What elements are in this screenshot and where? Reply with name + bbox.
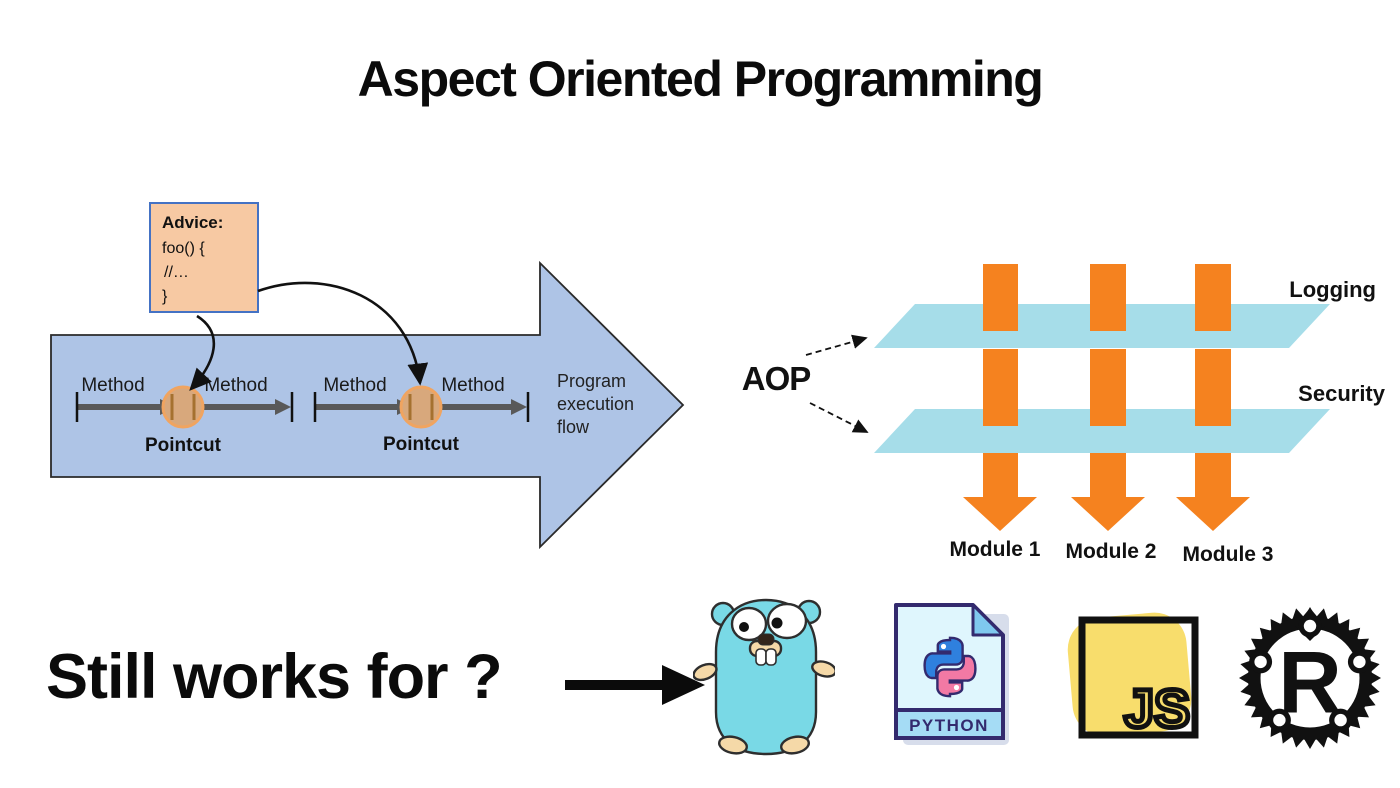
gopher-left-eye	[730, 606, 768, 642]
module-3-label: Module 3	[1182, 543, 1273, 566]
js-square-frame	[1078, 616, 1199, 739]
advice-code-1: foo() {	[162, 240, 205, 257]
python-file-band	[894, 708, 1005, 740]
aop-pointer-logging	[805, 334, 868, 356]
gopher-tooth	[765, 648, 777, 666]
pointcut-label-1: Pointcut	[145, 435, 222, 456]
svg-text:flow: flow	[557, 417, 590, 437]
module-1-label: Module 1	[949, 538, 1040, 561]
advice-heading: Advice:	[162, 213, 223, 232]
method-timeline-1	[75, 385, 294, 429]
python-file-icon: PYTHON	[894, 603, 1009, 745]
pointcut-label-2: Pointcut	[383, 434, 460, 455]
svg-text:execution: execution	[557, 394, 634, 414]
aop-label: AOP	[742, 360, 811, 397]
method-label-2: Method	[204, 375, 267, 396]
python-logo	[923, 636, 977, 698]
flow-label: Program execution flow	[557, 371, 634, 437]
js-logo-text: JS	[1124, 679, 1190, 739]
python-file-fold	[971, 603, 1005, 637]
method-label-4: Method	[441, 375, 504, 396]
question-text: Still works for ?	[46, 642, 503, 712]
advice-code-2: //…	[164, 264, 189, 281]
gopher-right-eye	[766, 602, 808, 640]
javascript-logo-icon: JS	[1067, 612, 1199, 742]
aop-pointer-security	[809, 402, 869, 433]
module-bars	[963, 264, 1250, 531]
gopher-left-pupil	[739, 622, 749, 632]
advice-code-3: }	[162, 288, 168, 305]
advice-arrow-1	[189, 314, 216, 391]
python-file-label: PYTHON	[909, 716, 989, 735]
svg-text:Program: Program	[557, 371, 626, 391]
pointcut-circle-1	[161, 385, 205, 429]
rust-gear-logo-icon: R	[1239, 607, 1381, 749]
gopher-right-pupil	[771, 617, 783, 629]
question-arrow	[565, 665, 705, 705]
security-label: Security	[1298, 381, 1386, 406]
module-2-label: Module 2	[1065, 540, 1156, 563]
aop-crosscut-diagram: AOP Logging Security Module	[742, 264, 1386, 566]
page-title: Aspect Oriented Programming	[357, 51, 1044, 107]
rust-bolt-holes	[1254, 619, 1366, 727]
method-timeline-2	[313, 385, 530, 429]
advice-arrow-2	[257, 281, 429, 386]
pointcut-circle-2	[399, 385, 443, 429]
go-gopher-icon	[693, 598, 835, 756]
gopher-nose	[757, 633, 775, 646]
method-label-1: Method	[81, 375, 144, 396]
advice-box: Advice: foo() { //… }	[149, 202, 259, 313]
rust-logo-letter: R	[1278, 633, 1342, 732]
logging-label: Logging	[1289, 277, 1376, 302]
js-yellow-blob	[1067, 612, 1192, 737]
gopher-tooth	[755, 648, 767, 666]
method-label-3: Method	[323, 375, 386, 396]
program-flow-diagram: Method Method Method Method Pointcut Poi…	[50, 202, 685, 550]
